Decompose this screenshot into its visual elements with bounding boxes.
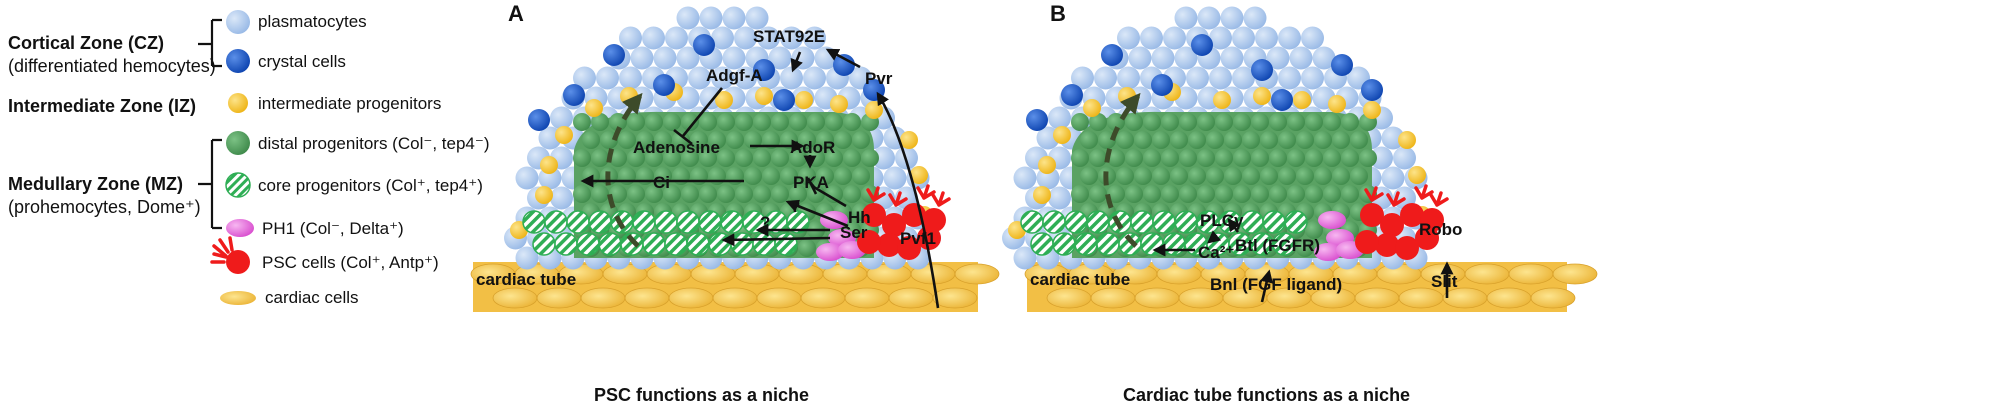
legend-intermediate: intermediate progenitors	[258, 94, 442, 113]
legend-plasmatocytes: plasmatocytes	[258, 12, 367, 31]
pvf1-label: Pvf1	[900, 229, 936, 248]
panel-b-differentiation-arrow	[1103, 92, 1141, 248]
distal-progenitor-icon	[226, 131, 250, 155]
psc-cell-icon	[210, 236, 250, 274]
panel-a-signaling-arrows	[580, 48, 940, 309]
crystal-cell-icon	[226, 49, 250, 73]
robo-label: Robo	[1419, 220, 1462, 239]
question-mark-1: ?	[790, 197, 800, 216]
panel-b-letter: B	[1050, 1, 1066, 26]
panel-b-cardiac-tube-label: cardiac tube	[1030, 270, 1130, 289]
legend-core: core progenitors (Col⁺, tep4⁺)	[258, 176, 483, 195]
legend-distal: distal progenitors (Col⁻, tep4⁻)	[258, 134, 490, 153]
hh-label: Hh	[848, 208, 871, 227]
pka-label: PKA	[793, 173, 829, 192]
pvr-label: Pvr	[865, 69, 893, 88]
iz-title: Intermediate Zone (IZ)	[8, 96, 197, 116]
panel-a-letter: A	[508, 1, 524, 26]
panel-b-caption: Cardiac tube functions as a niche	[1123, 385, 1411, 405]
slit-label: Slit	[1431, 272, 1458, 291]
btl-fgfr-label: Btl (FGFR)	[1235, 236, 1320, 255]
panel-a-cardiac-tube-label: cardiac tube	[476, 270, 576, 289]
legend-crystal: crystal cells	[258, 52, 346, 71]
panel-b-signaling-arrows	[1152, 217, 1454, 303]
panel-a-differentiation-arrow	[605, 92, 643, 248]
ser-label: Ser	[840, 223, 868, 242]
plcg-label: PLCγ	[1200, 211, 1244, 230]
intermediate-progenitor-icon	[228, 93, 248, 113]
legend-ph1: PH1 (Col⁻, Delta⁺)	[262, 219, 404, 238]
cz-title: Cortical Zone (CZ)	[8, 33, 164, 53]
panel-a: A STAT92E Adgf-A Pvr Adenosine AdoR PKA …	[470, 1, 1000, 312]
stat92e-label: STAT92E	[753, 27, 825, 46]
mz-title: Medullary Zone (MZ)	[8, 174, 183, 194]
question-mark-2: ?	[760, 213, 770, 232]
core-progenitor-icon	[225, 172, 251, 198]
legend-cardiac: cardiac cells	[265, 288, 359, 307]
ador-label: AdoR	[790, 138, 835, 157]
panel-b-cells	[1002, 6, 1598, 312]
cardiac-cell-icon	[220, 291, 256, 305]
panel-a-cells	[470, 6, 1000, 312]
ph1-icon	[226, 219, 254, 237]
cz-subtitle: (differentiated hemocytes)	[8, 56, 216, 76]
legend-psc: PSC cells (Col⁺, Antp⁺)	[262, 253, 439, 272]
adenosine-label: Adenosine	[633, 138, 720, 157]
mz-subtitle: (prohemocytes, Dome⁺)	[8, 197, 201, 217]
plasmatocyte-icon	[226, 10, 250, 34]
adgf-a-label: Adgf-A	[706, 66, 763, 85]
legend: Cortical Zone (CZ) (differentiated hemoc…	[0, 0, 520, 413]
panel-a-caption: PSC functions as a niche	[594, 385, 810, 405]
ca2-label: Ca²⁺	[1198, 243, 1234, 262]
legend-graphics	[198, 10, 256, 305]
ci-label: Ci	[653, 173, 670, 192]
bnl-label: Bnl (FGF ligand)	[1210, 275, 1342, 294]
panel-b: B PLCγ Ca²⁺ Btl (FGFR) Robo Bnl (FGF lig…	[1002, 1, 1598, 312]
